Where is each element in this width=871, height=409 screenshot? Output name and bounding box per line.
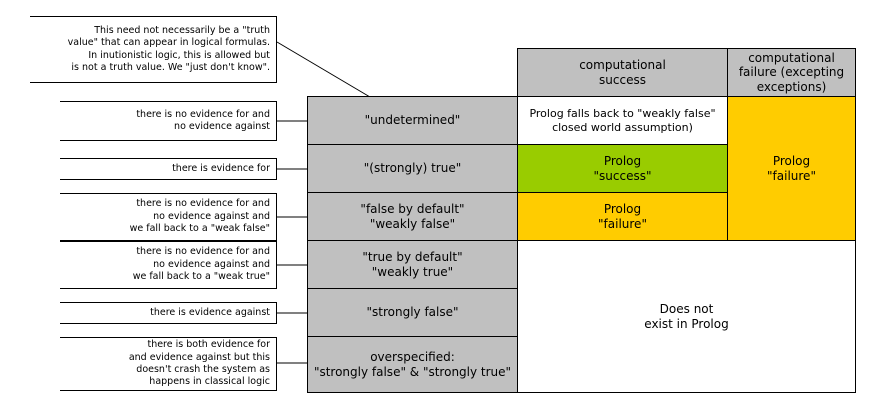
row-note-weakly-false: there is no evidence for and no evidence…	[60, 193, 277, 241]
cell-weakly-false-success: Prolog "failure"	[517, 192, 728, 241]
row-note-strongly-false: there is evidence against	[60, 302, 277, 324]
cell-does-not-exist: Does not exist in Prolog	[517, 240, 856, 393]
header-computational-failure: computational failure (excepting excepti…	[727, 48, 856, 97]
row-label-overspecified: overspecified: "strongly false" & "stron…	[307, 336, 518, 393]
cell-strongly-true-success: Prolog "success"	[517, 144, 728, 193]
top-note-connector	[276, 41, 371, 98]
row-label-strongly-true: "(strongly) true"	[307, 144, 518, 193]
row-label-weakly-true: "true by default" "weakly true"	[307, 240, 518, 289]
row-label-undetermined: "undetermined"	[307, 96, 518, 145]
row-note-undetermined: there is no evidence for and no evidence…	[60, 101, 277, 141]
row-label-weakly-false: "false by default" "weakly false"	[307, 192, 518, 241]
row-note-overspecified: there is both evidence for and evidence …	[60, 337, 277, 391]
cell-failure-column: Prolog "failure"	[727, 96, 856, 241]
header-computational-success: computational success	[517, 48, 728, 97]
row-note-weakly-true: there is no evidence for and no evidence…	[60, 241, 277, 289]
top-note: This need not necessarily be a "truth va…	[30, 16, 277, 83]
row-label-strongly-false: "strongly false"	[307, 288, 518, 337]
cell-undetermined-success: Prolog falls back to "weakly false" clos…	[517, 96, 728, 145]
row-note-strongly-true: there is evidence for	[60, 158, 277, 180]
